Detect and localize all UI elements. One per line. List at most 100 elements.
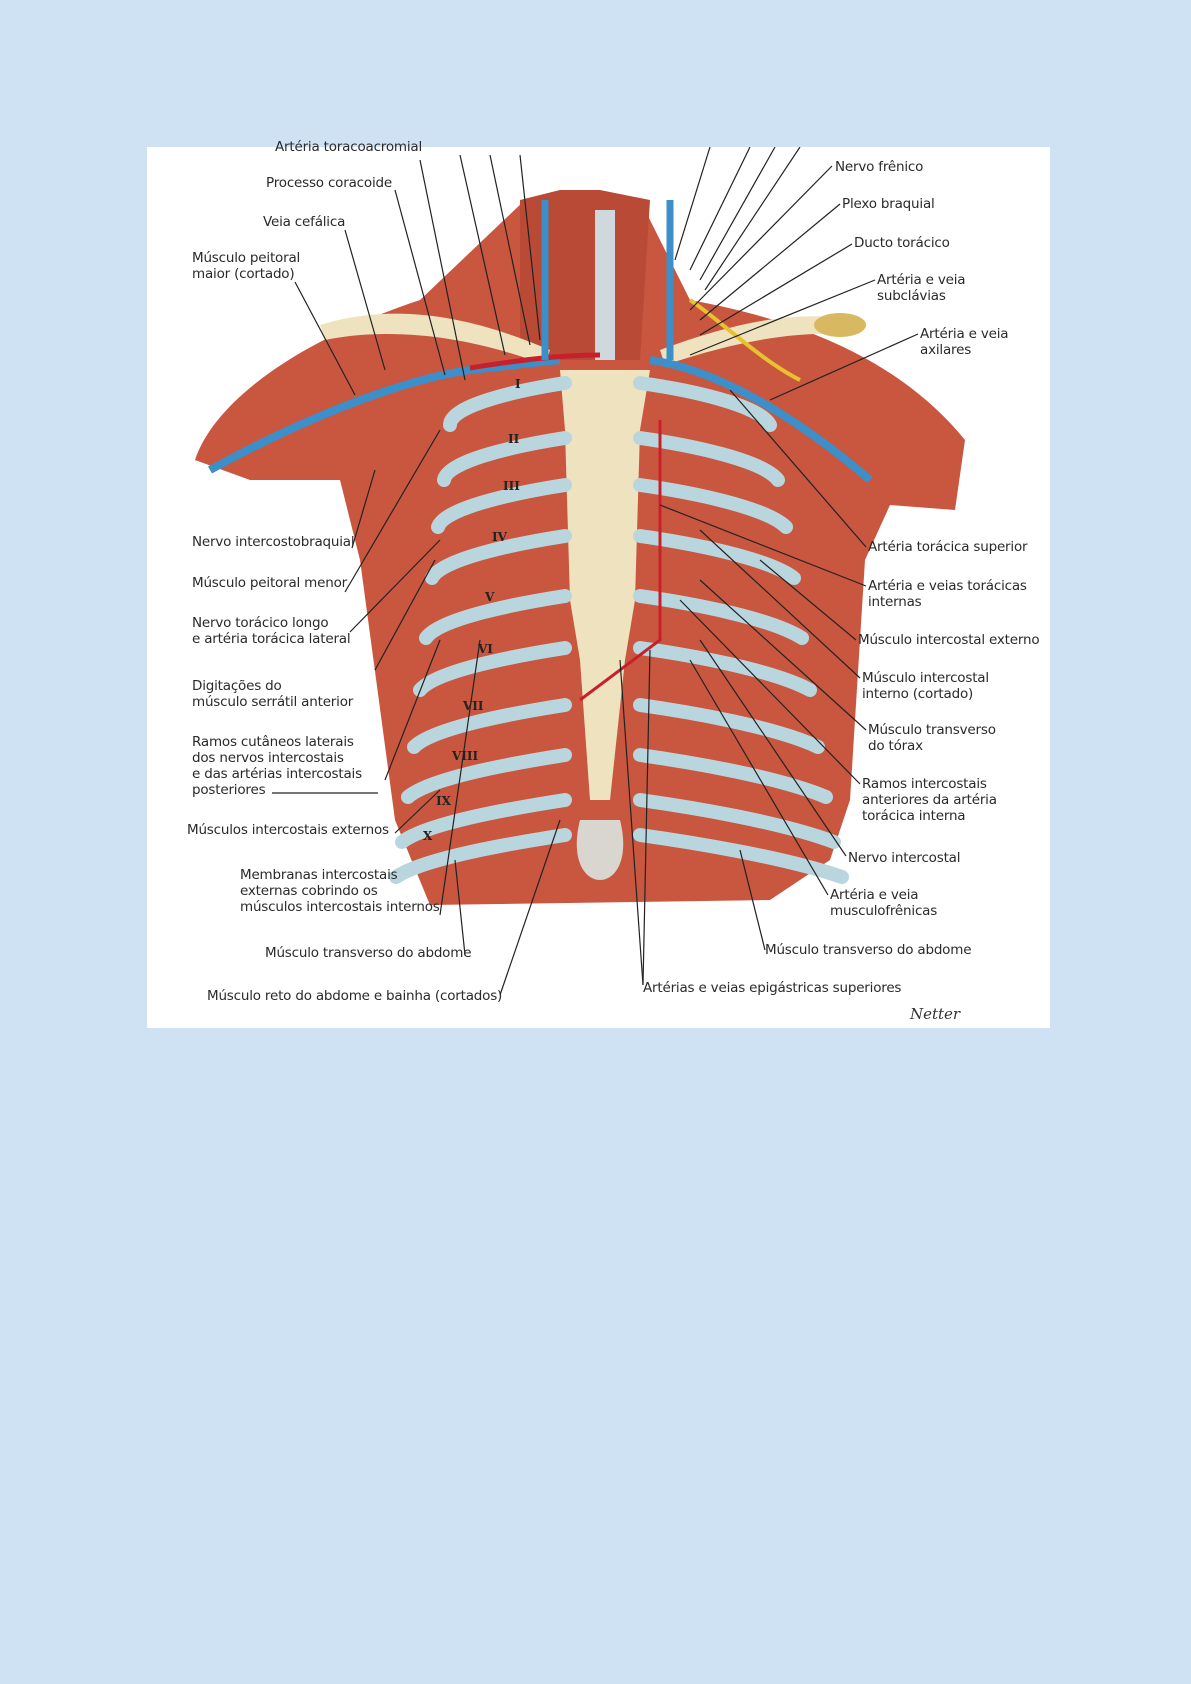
label-line: Nervo frênico — [835, 159, 924, 175]
label-musculo-reto-abdome: Músculo reto do abdome e bainha (cortado… — [207, 988, 502, 1004]
label-musculo-transverso-abdome-left: Músculo transverso do abdome — [265, 945, 472, 961]
label-line: Ramos cutâneos laterais — [192, 734, 354, 750]
label-nervo-intercostobraquial: Nervo intercostobraquial — [192, 534, 355, 550]
label-line: dos nervos intercostais — [192, 750, 344, 766]
rib-numeral: I — [515, 377, 521, 391]
leader-line — [519, 154, 541, 341]
rib-numeral: III — [503, 479, 520, 493]
label-line: posteriores — [192, 782, 266, 798]
label-arterias-epigastricas: Artérias e veias epigástricas superiores — [643, 980, 901, 996]
leader-line — [454, 859, 466, 956]
label-musculos-intercostais-externos: Músculos intercostais externos — [187, 822, 389, 838]
label-musculo-transverso-abdome-right: Músculo transverso do abdome — [765, 942, 972, 958]
label-line: musculofrênicas — [830, 903, 938, 919]
label-musculo-peitoral-menor: Músculo peitoral menor — [192, 575, 347, 591]
leader-line — [419, 159, 466, 381]
thorax-illustration — [195, 147, 965, 996]
label-line: Músculo transverso — [868, 722, 996, 738]
rib-numeral: X — [423, 829, 433, 843]
label-line: Nervo intercostal — [848, 850, 961, 866]
label-line: externas cobrindo os — [240, 883, 378, 899]
label-line: Músculo intercostal — [862, 670, 989, 686]
label-veia-cefalica: Veia cefálica — [263, 214, 345, 230]
label-line: interno (cortado) — [862, 686, 974, 702]
rib-right — [633, 641, 817, 697]
label-line: Veia cefálica — [263, 214, 346, 230]
leader-line — [674, 147, 711, 261]
rib-right — [633, 478, 793, 534]
label-line: e artéria torácica lateral — [192, 631, 351, 647]
leader-line — [699, 203, 841, 321]
label-line: Músculo transverso do abdome — [765, 942, 972, 958]
label-line: Músculo peitoral menor — [192, 575, 347, 591]
label-musculo-intercostal-externo: Músculo intercostal externo — [858, 632, 1040, 648]
brachial-plexus — [688, 298, 801, 382]
leader-line — [729, 389, 867, 548]
label-line: torácica interna — [862, 808, 966, 824]
rib-numeral: VII — [463, 699, 484, 713]
rib-left — [419, 589, 572, 645]
label-line: Artéria e veia — [877, 272, 966, 288]
leader-line — [699, 147, 776, 281]
leader-line — [759, 559, 857, 641]
label-line: Artéria e veias torácicas — [868, 578, 1027, 594]
label-line: Ducto torácico — [854, 235, 950, 251]
leader-line — [679, 599, 861, 785]
label-line: e das artérias intercostais — [192, 766, 362, 782]
leader-line — [769, 333, 919, 401]
leader-line — [294, 281, 356, 396]
leader-line — [699, 243, 853, 336]
label-processo-coracoide: Processo coracoide — [266, 175, 392, 191]
label-line: Artéria e veia — [920, 326, 1009, 342]
leader-line — [394, 189, 446, 376]
rib-numeral: II — [508, 432, 520, 446]
label-line: Nervo torácico longo — [192, 615, 329, 631]
leader-line — [659, 504, 867, 587]
sternum — [560, 370, 650, 800]
leader-line — [689, 165, 833, 311]
label-line: maior (cortado) — [192, 266, 295, 282]
label-line: internas — [868, 594, 922, 610]
leader-line — [384, 639, 441, 781]
label-line: Músculo transverso do abdome — [265, 945, 472, 961]
label-nervo-frenico: Nervo frênico — [835, 159, 923, 175]
trachea — [595, 210, 615, 360]
rib-left — [395, 793, 572, 849]
leader-line — [739, 849, 766, 951]
label-line: anteriores da artéria — [862, 792, 997, 808]
label-line: Músculo peitoral — [192, 250, 301, 266]
leader-line — [704, 147, 801, 291]
label-line: Digitações do — [192, 678, 282, 694]
leader-line — [619, 659, 644, 986]
subclavian-artery — [469, 352, 601, 371]
rib-right — [633, 431, 785, 487]
label-line: subclávias — [877, 288, 946, 304]
label-line: músculo serrátil anterior — [192, 694, 354, 710]
anatomy-figure-panel — [147, 147, 1050, 1028]
rib-left — [407, 698, 572, 754]
acromion — [814, 313, 866, 337]
label-line: Músculos intercostais externos — [187, 822, 389, 838]
label-line: Músculo intercostal externo — [858, 632, 1040, 648]
rib-left — [401, 748, 572, 804]
label-plexo-braquial: Plexo braquial — [842, 196, 935, 212]
label-line: Membranas intercostais — [240, 867, 398, 883]
leader-line — [689, 147, 751, 271]
rib-numeral: V — [485, 590, 495, 604]
label-line: Artéria e veia — [830, 887, 919, 903]
rib-left — [425, 529, 572, 585]
rib-right — [633, 748, 833, 804]
internal-thoracic-artery — [579, 420, 662, 702]
rib-numeral: VI — [478, 642, 493, 656]
label-arteria-toracoacromial: Artéria toracoacromial — [275, 139, 422, 155]
leader-line — [489, 154, 531, 346]
leader-line — [689, 279, 876, 356]
